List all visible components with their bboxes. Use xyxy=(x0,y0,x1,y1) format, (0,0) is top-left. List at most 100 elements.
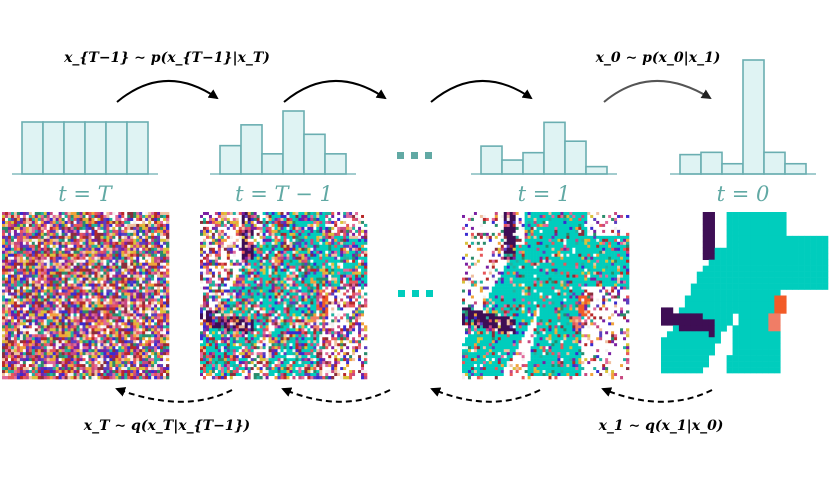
segmentation-pixel xyxy=(52,247,56,252)
segmentation-pixel xyxy=(337,235,341,240)
segmentation-pixel xyxy=(226,250,231,255)
segmentation-pixel xyxy=(325,286,329,290)
segmentation-pixel xyxy=(97,214,101,219)
segmentation-pixel xyxy=(220,286,225,290)
segmentation-pixel xyxy=(247,268,251,272)
segmentation-pixel xyxy=(82,274,86,278)
segmentation-pixel xyxy=(200,212,204,216)
segmentation-pixel xyxy=(304,259,308,263)
segmentation-pixel xyxy=(295,292,299,296)
segmentation-pixel xyxy=(118,361,122,365)
segmentation-pixel xyxy=(349,212,353,216)
segmentation-pixel xyxy=(22,328,27,332)
segmentation-pixel xyxy=(22,340,27,344)
segmentation-pixel xyxy=(106,265,110,269)
segmentation-pixel xyxy=(97,346,101,350)
segmentation-pixel xyxy=(13,295,18,299)
segmentation-pixel xyxy=(19,298,24,302)
segmentation-pixel xyxy=(61,253,65,258)
segmentation-pixel xyxy=(25,367,30,371)
segmentation-pixel xyxy=(70,301,74,305)
segmentation-pixel xyxy=(304,247,308,252)
segmentation-pixel xyxy=(355,241,359,246)
segmentation-pixel xyxy=(151,337,155,341)
segmentation-pixel xyxy=(124,319,128,323)
segmentation-pixel xyxy=(289,259,293,263)
segmentation-pixel xyxy=(139,313,143,317)
segmentation-pixel xyxy=(304,223,308,228)
segmentation-pixel xyxy=(202,238,207,243)
segmentation-pixel xyxy=(91,217,95,222)
segmentation-pixel xyxy=(97,292,101,296)
segmentation-pixel xyxy=(118,334,122,338)
segmentation-pixel xyxy=(31,253,36,258)
segmentation-pixel xyxy=(19,313,24,317)
segmentation-pixel xyxy=(61,238,65,243)
segmentation-pixel xyxy=(118,277,122,281)
segmentation-pixel xyxy=(340,238,344,243)
segmentation-pixel xyxy=(235,289,240,293)
segmentation-pixel xyxy=(79,334,83,338)
segmentation-pixel xyxy=(304,271,308,275)
segmentation-pixel xyxy=(325,274,329,278)
segmentation-pixel xyxy=(160,226,164,231)
segmentation-pixel xyxy=(265,238,269,243)
segmentation-pixel xyxy=(43,325,48,329)
segmentation-pixel xyxy=(331,277,335,281)
segmentation-pixel xyxy=(355,250,359,255)
segmentation-pixel xyxy=(16,292,21,296)
segmentation-pixel xyxy=(163,346,167,350)
segmentation-pixel xyxy=(49,212,53,216)
segmentation-pixel xyxy=(118,280,122,284)
segmentation-pixel xyxy=(28,256,33,261)
segmentation-pixel xyxy=(103,331,107,335)
segmentation-pixel xyxy=(70,322,74,326)
segmentation-pixel xyxy=(103,370,107,374)
segmentation-pixel xyxy=(61,256,65,261)
segmentation-pixel xyxy=(316,262,320,266)
segmentation-pixel xyxy=(343,229,347,234)
segmentation-pixel xyxy=(268,250,272,255)
segmentation-pixel xyxy=(19,220,24,225)
segmentation-pixel xyxy=(262,280,266,284)
segmentation-pixel xyxy=(253,283,257,287)
segmentation-pixel xyxy=(4,253,9,258)
segmentation-pixel xyxy=(151,274,155,278)
segmentation-pixel xyxy=(34,277,39,281)
segmentation-pixel xyxy=(64,271,68,275)
segmentation-pixel xyxy=(226,226,231,231)
segmentation-pixel xyxy=(103,319,107,323)
segmentation-pixel xyxy=(91,367,95,371)
segmentation-pixel xyxy=(340,271,344,275)
segmentation-pixel xyxy=(286,259,290,263)
segmentation-pixel xyxy=(322,301,326,305)
segmentation-pixel xyxy=(337,295,341,299)
segmentation-pixel xyxy=(200,250,204,255)
segmentation-pixel xyxy=(250,289,254,293)
segmentation-pixel xyxy=(337,268,341,272)
segmentation-pixel xyxy=(115,214,119,219)
segmentation-pixel xyxy=(319,298,323,302)
segmentation-pixel xyxy=(166,223,170,228)
segmentation-pixel xyxy=(200,262,204,266)
segmentation-pixel xyxy=(157,217,161,222)
segmentation-pixel xyxy=(106,364,110,368)
segmentation-pixel xyxy=(34,286,39,290)
segmentation-pixel xyxy=(7,358,12,362)
segmentation-pixel xyxy=(130,295,134,299)
segmentation-pixel xyxy=(313,271,317,275)
segmentation-pixel xyxy=(25,322,30,326)
segmentation-pixel xyxy=(283,259,287,263)
segmentation-pixel xyxy=(259,289,263,293)
segmentation-pixel xyxy=(31,310,36,314)
segmentation-pixel xyxy=(256,298,260,302)
segmentation-pixel xyxy=(166,331,170,335)
segmentation-pixel xyxy=(94,367,98,371)
segmentation-pixel xyxy=(85,355,89,359)
segmentation-pixel xyxy=(103,289,107,293)
segmentation-pixel xyxy=(352,256,356,261)
segmentation-pixel xyxy=(37,367,42,371)
segmentation-pixel xyxy=(292,217,296,222)
segmentation-pixel xyxy=(154,298,158,302)
segmentation-pixel xyxy=(325,283,329,287)
